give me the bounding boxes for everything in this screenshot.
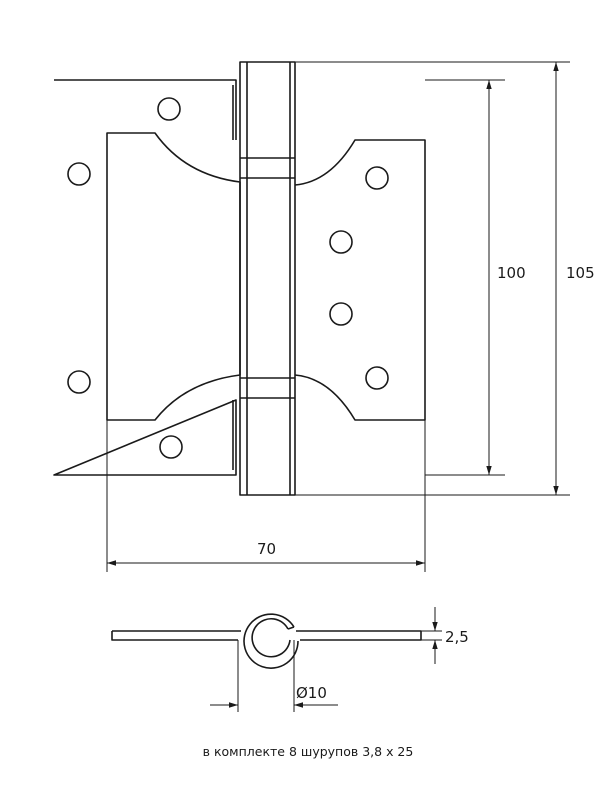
dimension-label-70: 70 bbox=[257, 540, 276, 558]
left-leaf-outline bbox=[53, 79, 237, 476]
section-leaf-right bbox=[296, 630, 422, 641]
screw-hole bbox=[67, 370, 91, 394]
section-knuckle-inner bbox=[251, 617, 291, 658]
section-knuckle-end bbox=[287, 626, 295, 630]
section-leaf-left bbox=[111, 630, 241, 641]
dimension-label-100: 100 bbox=[497, 264, 526, 282]
hinge-knuckle bbox=[239, 61, 296, 496]
dimension-label-thickness: 2,5 bbox=[445, 628, 469, 646]
screw-hole bbox=[329, 230, 353, 254]
right-leaf-outline bbox=[294, 139, 426, 421]
left-leaf-cutout bbox=[106, 132, 241, 421]
screw-hole bbox=[365, 166, 389, 190]
screw-hole bbox=[159, 435, 183, 459]
screw-hole bbox=[157, 97, 181, 121]
screw-hole bbox=[329, 302, 353, 326]
dimension-label-diameter: Ø10 bbox=[296, 684, 327, 702]
screws-caption: в комплекте 8 шурупов 3,8 х 25 bbox=[202, 744, 414, 759]
dimension-label-105: 105 bbox=[566, 264, 595, 282]
section-knuckle-outer bbox=[243, 613, 299, 669]
screw-hole bbox=[67, 162, 91, 186]
screw-hole bbox=[365, 366, 389, 390]
